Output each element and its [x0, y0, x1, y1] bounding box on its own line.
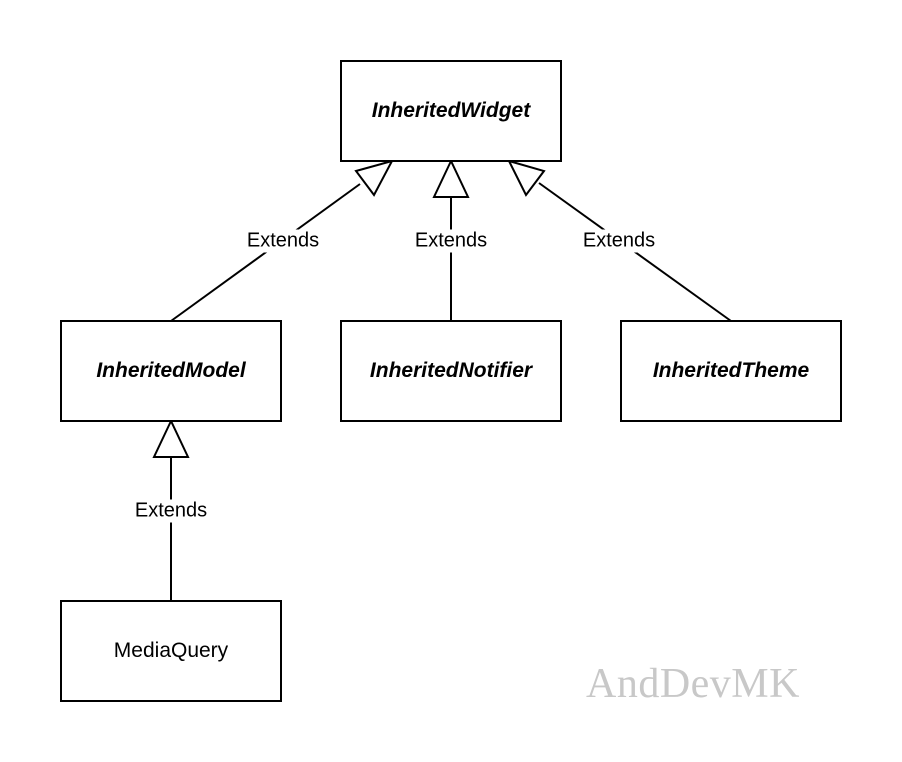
class-box-inherited-model: InheritedModel [60, 320, 282, 422]
relation-label-model-to-widget: Extends [244, 229, 322, 253]
class-box-media-query: MediaQuery [60, 600, 282, 702]
class-label-inherited-model: InheritedModel [96, 359, 246, 382]
class-box-inherited-notifier: InheritedNotifier [340, 320, 562, 422]
arrowhead-theme-to-widget [507, 159, 546, 197]
class-label-inherited-widget: InheritedWidget [371, 99, 531, 122]
relation-label-theme-to-widget: Extends [580, 229, 658, 253]
relation-label-mediaquery-to-model: Extends [132, 499, 210, 523]
class-box-inherited-widget: InheritedWidget [340, 60, 562, 162]
relation-label-notifier-to-widget: Extends [412, 229, 490, 253]
arrowhead-mediaquery-to-model [152, 418, 190, 458]
class-label-media-query: MediaQuery [113, 639, 229, 662]
connector-model-to-widget [170, 183, 361, 322]
class-label-inherited-notifier: InheritedNotifier [369, 359, 533, 382]
arrowhead-model-to-widget [354, 159, 394, 197]
arrowhead-notifier-to-widget [432, 158, 470, 198]
class-box-inherited-theme: InheritedTheme [620, 320, 842, 422]
class-label-inherited-theme: InheritedTheme [652, 359, 810, 382]
watermark: AndDevMK [586, 661, 800, 707]
